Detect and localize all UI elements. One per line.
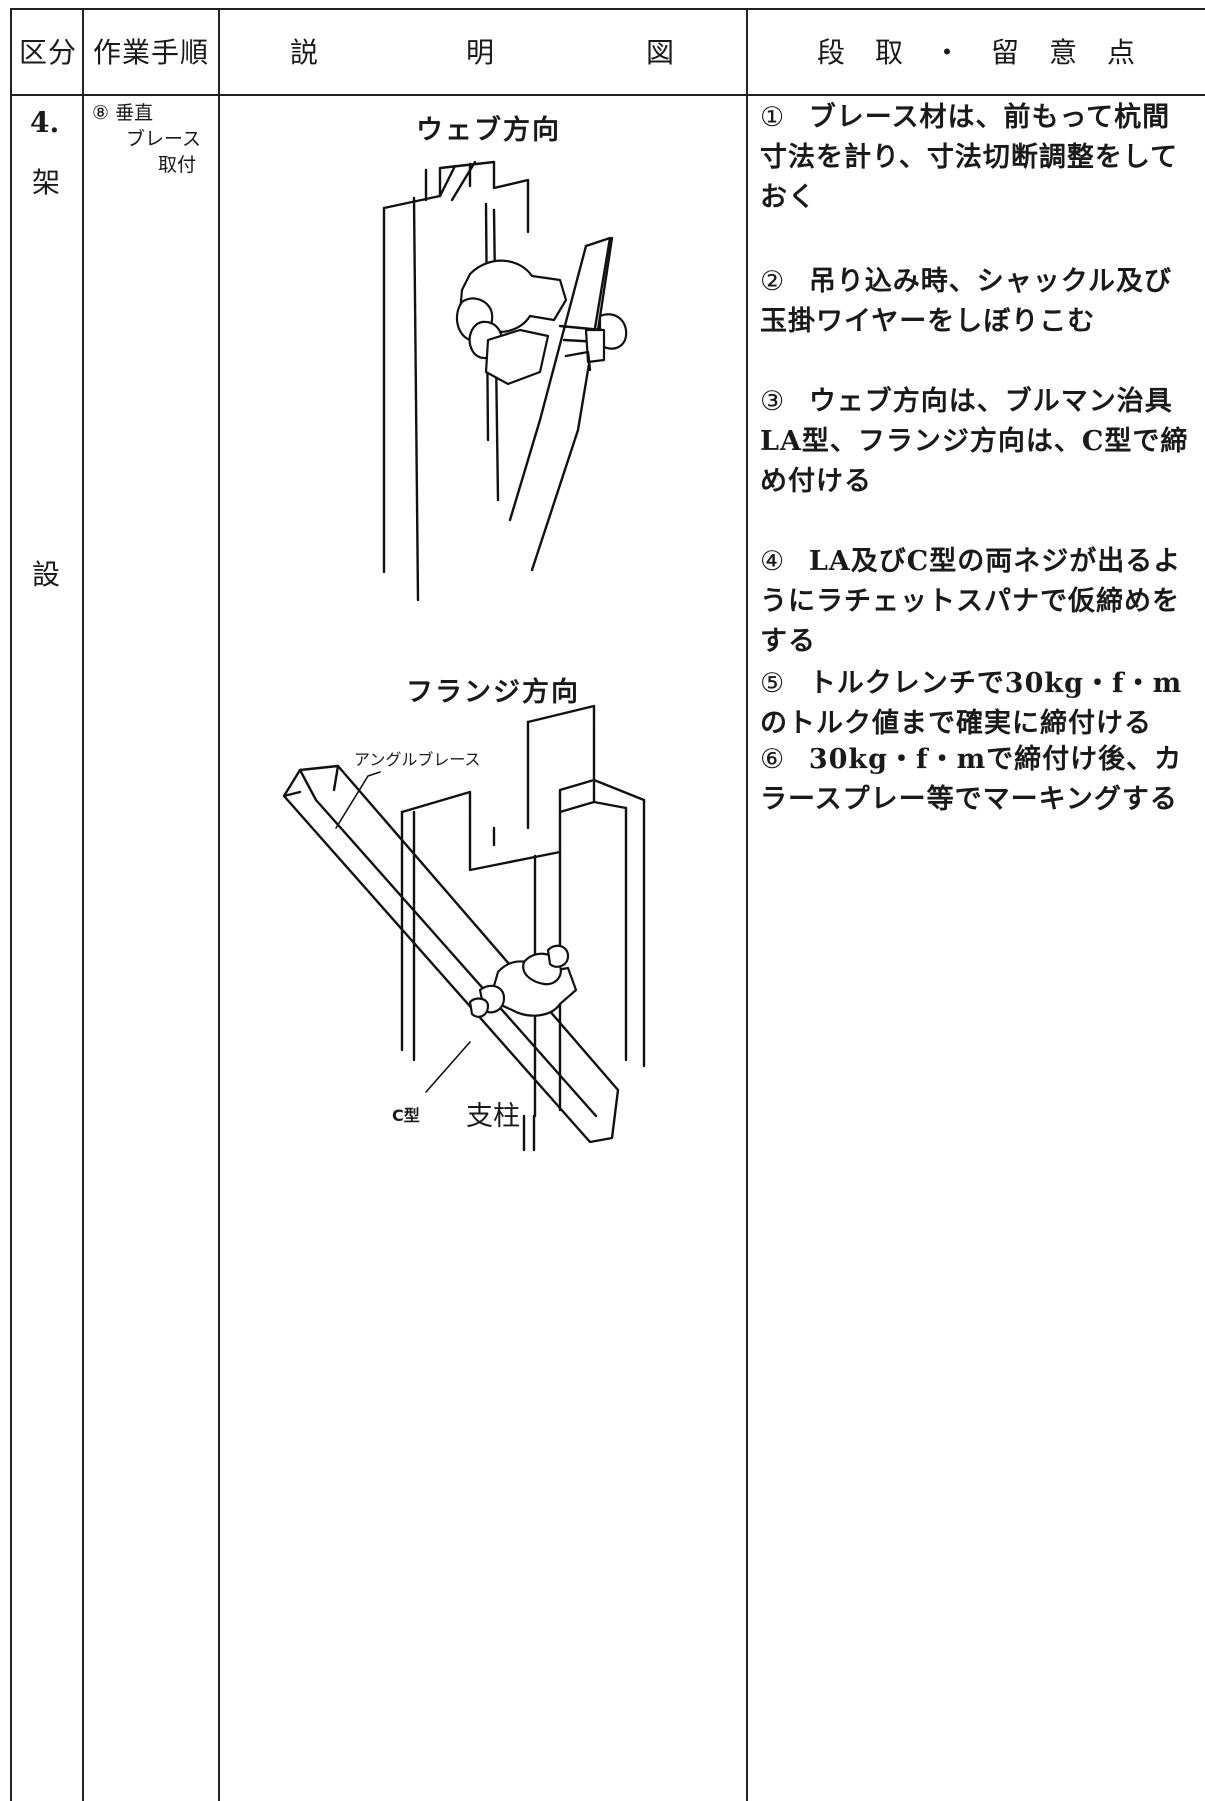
header-division: 区分 bbox=[18, 36, 77, 69]
note-3-number: ③ bbox=[760, 386, 786, 417]
header-notes: 段 取 ・ 留 意 点 bbox=[816, 36, 1136, 69]
post-label: 支柱 bbox=[466, 1101, 520, 1132]
note-3-text: ウェブ方向は、ブルマン治具LA型、フランジ方向は、C型で締め付ける bbox=[760, 386, 1189, 497]
note-5-number: ⑤ bbox=[760, 668, 786, 699]
angle-brace-label: アングルブレース bbox=[354, 750, 481, 769]
note-1-number: ① bbox=[760, 102, 786, 133]
procedure-line-2: ブレース bbox=[126, 128, 202, 150]
header-figure-3: 図 bbox=[646, 36, 676, 69]
note-4: ④ LA及びC型の両ネジが出るようにラチェットスパナで仮締めをする bbox=[760, 542, 1198, 662]
header-divider bbox=[10, 94, 1205, 96]
table-frame bbox=[10, 8, 1205, 1801]
note-5: ⑤ トルクレンチで30kg・f・mのトルク値まで確実に締付ける bbox=[760, 664, 1198, 744]
header-figure-2: 明 bbox=[466, 36, 496, 69]
procedure-line-1: ⑧ 垂直 bbox=[92, 102, 154, 124]
note-6-number: ⑥ bbox=[760, 744, 786, 775]
note-1-text: ブレース材は、前もって杭間寸法を計り、寸法切断調整をしておく bbox=[760, 102, 1179, 213]
note-2: ② 吊り込み時、シャックル及び玉掛ワイヤーをしぼりこむ bbox=[760, 262, 1198, 342]
division-char-1: 架 bbox=[32, 166, 61, 199]
procedure-line-3: 取付 bbox=[158, 154, 197, 176]
note-3: ③ ウェブ方向は、ブルマン治具LA型、フランジ方向は、C型で締め付ける bbox=[760, 382, 1198, 502]
note-4-number: ④ bbox=[760, 546, 786, 577]
note-5-text: トルクレンチで30kg・f・mのトルク値まで確実に締付ける bbox=[760, 668, 1183, 739]
note-6: ⑥ 30kg・f・mで締付け後、カラースプレー等でマーキングする bbox=[760, 740, 1198, 820]
column-divider bbox=[746, 8, 748, 1801]
note-2-text: 吊り込み時、シャックル及び玉掛ワイヤーをしぼりこむ bbox=[760, 266, 1173, 337]
c-type-label: C型 bbox=[392, 1106, 420, 1125]
division-char-2: 設 bbox=[32, 558, 61, 591]
note-4-text: LA及びC型の両ネジが出るようにラチェットスパナで仮締めをする bbox=[760, 546, 1182, 657]
note-2-number: ② bbox=[760, 266, 786, 297]
web-direction-title: ウェブ方向 bbox=[416, 115, 561, 146]
header-procedure: 作業手順 bbox=[92, 36, 209, 69]
note-6-text: 30kg・f・mで締付け後、カラースプレー等でマーキングする bbox=[760, 744, 1183, 815]
column-divider bbox=[218, 8, 220, 1801]
header-figure-1: 説 bbox=[290, 36, 320, 69]
flange-direction-title: フランジ方向 bbox=[406, 677, 580, 708]
division-number: 4. bbox=[30, 106, 60, 139]
column-divider bbox=[82, 8, 84, 1801]
note-1: ① ブレース材は、前もって杭間寸法を計り、寸法切断調整をしておく bbox=[760, 98, 1198, 218]
